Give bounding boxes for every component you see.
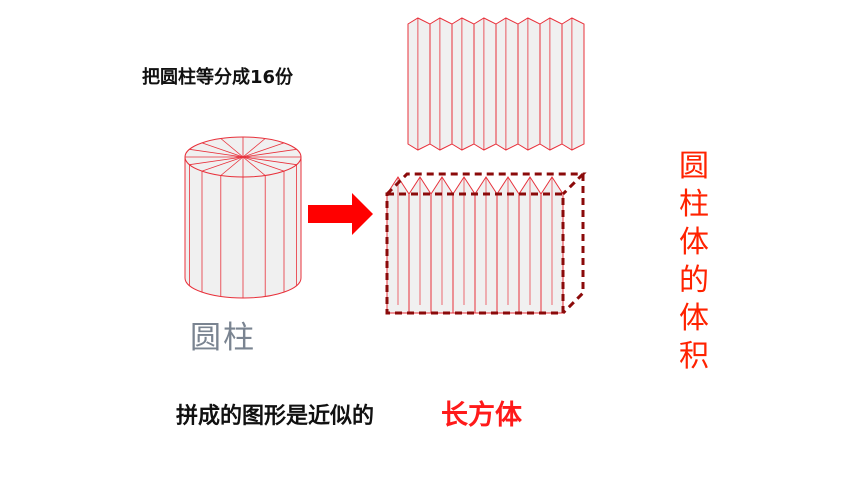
top-slice-line bbox=[220, 138, 244, 158]
top-slice-line bbox=[242, 156, 285, 172]
top-slice-line bbox=[220, 156, 244, 176]
top-slice-line bbox=[242, 156, 297, 166]
top-slice-line bbox=[242, 142, 285, 158]
result-statement: 拼成的图形是近似的 bbox=[176, 404, 375, 429]
wedge-piece bbox=[429, 17, 453, 151]
wedge-piece bbox=[539, 17, 563, 151]
cuboid-front-outline bbox=[385, 192, 565, 315]
wedge-piece bbox=[517, 17, 541, 151]
wedge-piece bbox=[561, 17, 585, 151]
wedge-piece bbox=[495, 17, 519, 151]
instruction-text: 把圆柱等分成16份 bbox=[142, 67, 294, 88]
top-slice-line bbox=[201, 156, 244, 172]
top-slice-line bbox=[201, 142, 244, 158]
cuboid-top-outline bbox=[385, 172, 587, 196]
assembled-cuboid bbox=[385, 172, 587, 315]
top-slice-line bbox=[242, 148, 297, 158]
vertical-title: 圆柱体的体积 bbox=[679, 149, 709, 374]
cylinder-figure bbox=[184, 136, 302, 299]
sliced-wedges-top-row bbox=[407, 17, 585, 151]
top-slice-line bbox=[189, 148, 244, 158]
cylinder-label: 圆柱 bbox=[190, 320, 256, 356]
wedge-piece bbox=[473, 17, 497, 151]
wedge-piece bbox=[451, 17, 475, 151]
top-slice-line bbox=[189, 156, 244, 166]
wedge-piece bbox=[407, 17, 431, 151]
cuboid-side-outline bbox=[561, 174, 585, 315]
top-slice-line bbox=[242, 156, 266, 176]
right-arrow-icon bbox=[308, 193, 373, 235]
result-highlight: 长方体 bbox=[441, 400, 522, 431]
top-slice-line bbox=[242, 138, 266, 158]
